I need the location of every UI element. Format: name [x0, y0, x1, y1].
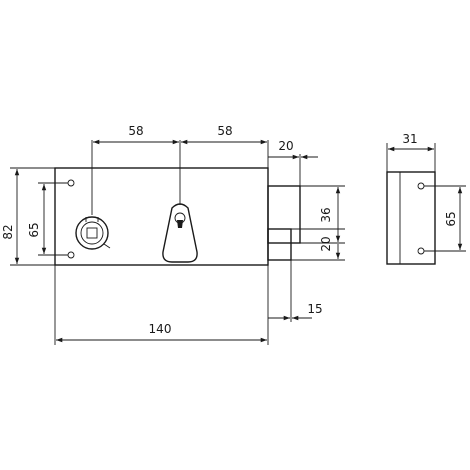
keep-hole-top: [417, 182, 425, 190]
lock-case: [54, 167, 269, 266]
latch: [267, 228, 292, 261]
key-escutcheon: [162, 203, 198, 263]
dim-keep-holes: 65: [444, 211, 458, 226]
spindle-follower: [75, 216, 111, 250]
keep-side-view: [386, 171, 436, 265]
dim-overall-height: 82: [1, 224, 15, 239]
dim-key-to-edge: 58: [217, 124, 232, 138]
dim-latch-height: 20: [319, 236, 333, 251]
dim-keep-depth: 31: [402, 132, 417, 146]
dim-spindle-to-key: 58: [128, 124, 143, 138]
dim-overall-width: 140: [149, 322, 172, 336]
fixing-hole-top: [67, 179, 75, 187]
dim-latch-projection: 15: [307, 302, 322, 316]
dim-fixing-holes: 65: [27, 222, 41, 237]
keep-hole-bottom: [417, 247, 425, 255]
dim-bolt-projection: 20: [278, 139, 293, 153]
deadbolt: [267, 185, 301, 244]
dim-bolt-height: 36: [319, 207, 333, 222]
fixing-hole-bottom: [67, 251, 75, 259]
